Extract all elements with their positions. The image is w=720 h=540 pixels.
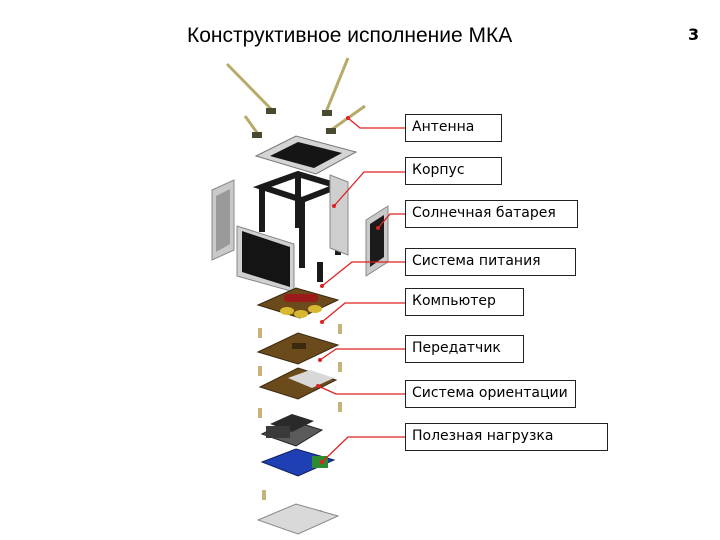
label-antenna: Антенна bbox=[405, 114, 502, 142]
slide-title: Конструктивное исполнение МКА bbox=[187, 24, 513, 47]
computer-board bbox=[256, 332, 340, 365]
label-solar-battery: Солнечная батарея bbox=[405, 200, 578, 228]
top-solar-plate bbox=[254, 135, 358, 175]
label-computer: Компьютер bbox=[405, 288, 524, 316]
power-system-board bbox=[256, 287, 340, 319]
solar-panel-right bbox=[365, 205, 389, 277]
label-payload: Полезная нагрузка bbox=[405, 423, 608, 451]
label-attitude-system: Система ориентации bbox=[405, 380, 576, 408]
bottom-plate bbox=[256, 503, 340, 535]
page-number: 3 bbox=[688, 25, 700, 44]
attitude-system-module bbox=[260, 414, 324, 447]
label-power-system: Система питания bbox=[405, 248, 576, 276]
label-body: Корпус bbox=[405, 157, 502, 185]
side-panel-back bbox=[329, 174, 349, 256]
label-transmitter: Передатчик bbox=[405, 335, 524, 363]
transmitter-board bbox=[258, 367, 338, 400]
leader-lines bbox=[317, 117, 405, 463]
solar-panel-front bbox=[236, 225, 295, 293]
antenna-group bbox=[225, 57, 366, 138]
